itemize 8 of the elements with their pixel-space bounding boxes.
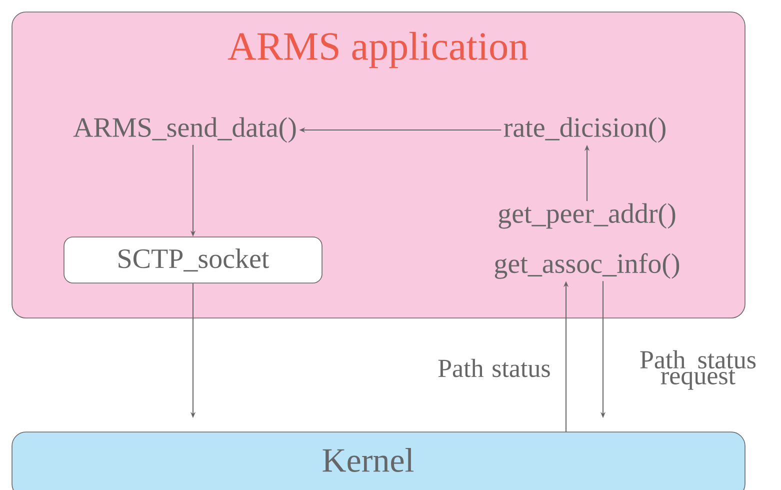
socket-box: SCTP_socket xyxy=(64,236,322,284)
kernel-panel: Kernel xyxy=(12,432,746,490)
edge-label: Path status request xyxy=(640,350,756,390)
function-label: ARMS_send_data() xyxy=(73,117,296,143)
edge-label: Path status xyxy=(438,358,550,378)
function-label: get_assoc_info() xyxy=(494,253,680,279)
function-label: rate_dicision() xyxy=(504,117,666,143)
function-label: get_peer_addr() xyxy=(498,203,676,229)
